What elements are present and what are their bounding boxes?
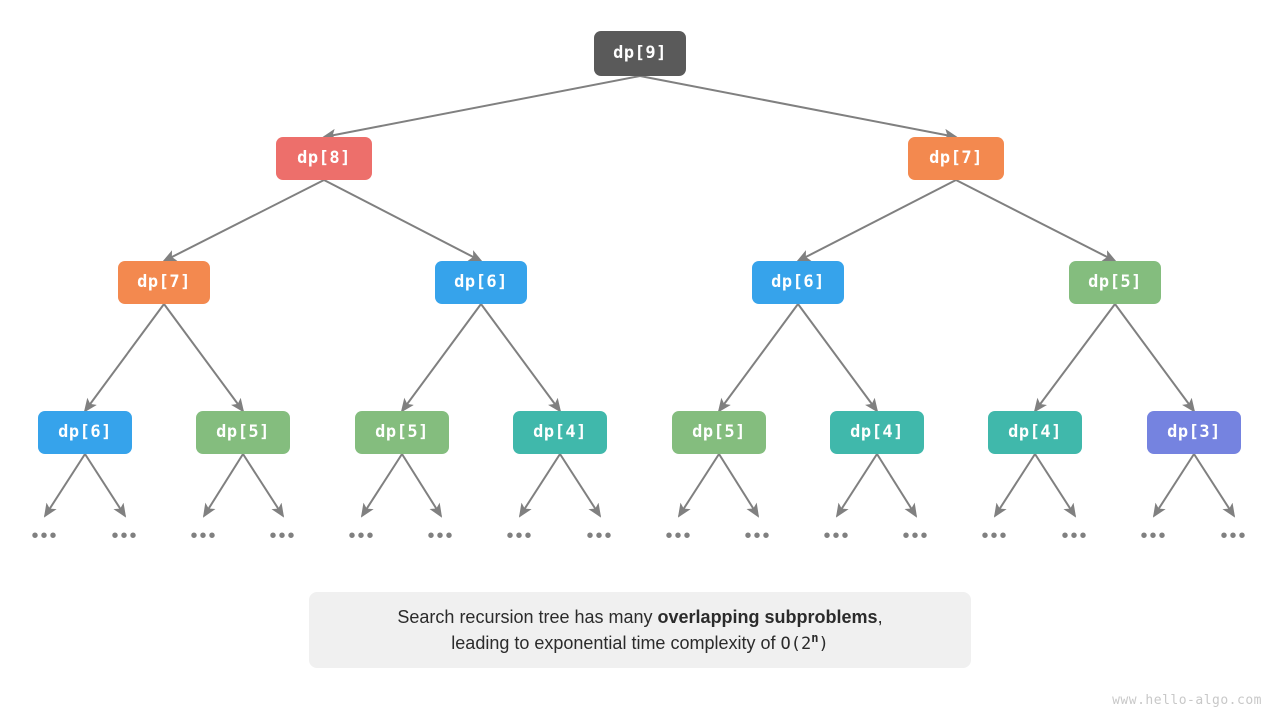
tree-edge bbox=[83, 303, 165, 413]
complexity-open: O(2 bbox=[780, 633, 812, 654]
tree-edge bbox=[1152, 453, 1195, 518]
ellipsis-marker: ••• bbox=[111, 525, 139, 547]
caption-line-1-prefix: Search recursion tree has many bbox=[397, 606, 658, 627]
tree-edge bbox=[876, 453, 918, 518]
tree-node-dp6[interactable]: dp[6] bbox=[752, 260, 844, 304]
tree-edge bbox=[360, 453, 403, 518]
tree-edge bbox=[400, 303, 482, 413]
tree-edge bbox=[796, 179, 957, 262]
tree-node-dp5[interactable]: dp[5] bbox=[355, 410, 449, 454]
tree-edge bbox=[401, 453, 443, 518]
tree-node-dp5[interactable]: dp[5] bbox=[196, 410, 290, 454]
ellipsis-marker: ••• bbox=[665, 525, 693, 547]
tree-edge bbox=[1114, 303, 1196, 413]
tree-node-dp4[interactable]: dp[4] bbox=[988, 410, 1082, 454]
tree-node-dp4[interactable]: dp[4] bbox=[513, 410, 607, 454]
tree-edge bbox=[955, 179, 1117, 262]
tree-edge bbox=[480, 303, 562, 413]
ellipsis-marker: ••• bbox=[902, 525, 930, 547]
ellipsis-marker: ••• bbox=[981, 525, 1009, 547]
tree-edge bbox=[639, 75, 958, 141]
tree-node-dp4[interactable]: dp[4] bbox=[830, 410, 924, 454]
tree-edge bbox=[835, 453, 878, 518]
caption-line-1: Search recursion tree has many overlappi… bbox=[397, 604, 882, 630]
tree-edge bbox=[677, 453, 720, 518]
ellipsis-marker: ••• bbox=[823, 525, 851, 547]
ellipsis-marker: ••• bbox=[427, 525, 455, 547]
caption-line-1-bold: overlapping subproblems bbox=[657, 606, 878, 627]
ellipsis-marker: ••• bbox=[31, 525, 59, 547]
tree-node-dp6[interactable]: dp[6] bbox=[435, 260, 527, 304]
tree-edge bbox=[993, 453, 1036, 518]
watermark: www.hello-algo.com bbox=[1112, 693, 1262, 708]
tree-node-dp7[interactable]: dp[7] bbox=[118, 260, 210, 304]
ellipsis-marker: ••• bbox=[1140, 525, 1168, 547]
tree-node-dp9[interactable]: dp[9] bbox=[594, 30, 686, 76]
caption-line-2-prefix: leading to exponential time complexity o… bbox=[451, 632, 781, 653]
tree-edge bbox=[43, 453, 86, 518]
ellipsis-marker: ••• bbox=[269, 525, 297, 547]
ellipsis-marker: ••• bbox=[1220, 525, 1248, 547]
tree-edge bbox=[1193, 453, 1236, 518]
tree-edge bbox=[202, 453, 244, 518]
tree-node-dp8[interactable]: dp[8] bbox=[276, 136, 372, 180]
tree-edge bbox=[718, 453, 760, 518]
ellipsis-marker: ••• bbox=[348, 525, 376, 547]
tree-edge bbox=[518, 453, 561, 518]
ellipsis-marker: ••• bbox=[190, 525, 218, 547]
complexity-close: ) bbox=[818, 633, 829, 654]
tree-edge bbox=[559, 453, 602, 518]
tree-edge bbox=[323, 179, 483, 262]
ellipsis-marker: ••• bbox=[1061, 525, 1089, 547]
tree-edge bbox=[322, 75, 641, 141]
tree-edge bbox=[797, 303, 879, 413]
tree-edge bbox=[1033, 303, 1116, 413]
caption-box: Search recursion tree has many overlappi… bbox=[309, 592, 971, 668]
tree-edge bbox=[163, 303, 245, 413]
tree-node-dp5[interactable]: dp[5] bbox=[672, 410, 766, 454]
tree-edge bbox=[162, 179, 325, 262]
tree-node-dp7[interactable]: dp[7] bbox=[908, 136, 1004, 180]
caption-line-1-suffix: , bbox=[877, 606, 883, 627]
ellipsis-marker: ••• bbox=[506, 525, 534, 547]
tree-edge bbox=[717, 303, 799, 413]
tree-edge bbox=[242, 453, 285, 518]
complexity-exponent: n bbox=[811, 630, 819, 645]
tree-edge bbox=[1034, 453, 1077, 518]
tree-node-dp6[interactable]: dp[6] bbox=[38, 410, 132, 454]
tree-edge bbox=[84, 453, 127, 518]
caption-line-2: leading to exponential time complexity o… bbox=[451, 630, 828, 657]
tree-node-dp3[interactable]: dp[3] bbox=[1147, 410, 1241, 454]
ellipsis-marker: ••• bbox=[586, 525, 614, 547]
tree-node-dp5[interactable]: dp[5] bbox=[1069, 260, 1161, 304]
ellipsis-marker: ••• bbox=[744, 525, 772, 547]
